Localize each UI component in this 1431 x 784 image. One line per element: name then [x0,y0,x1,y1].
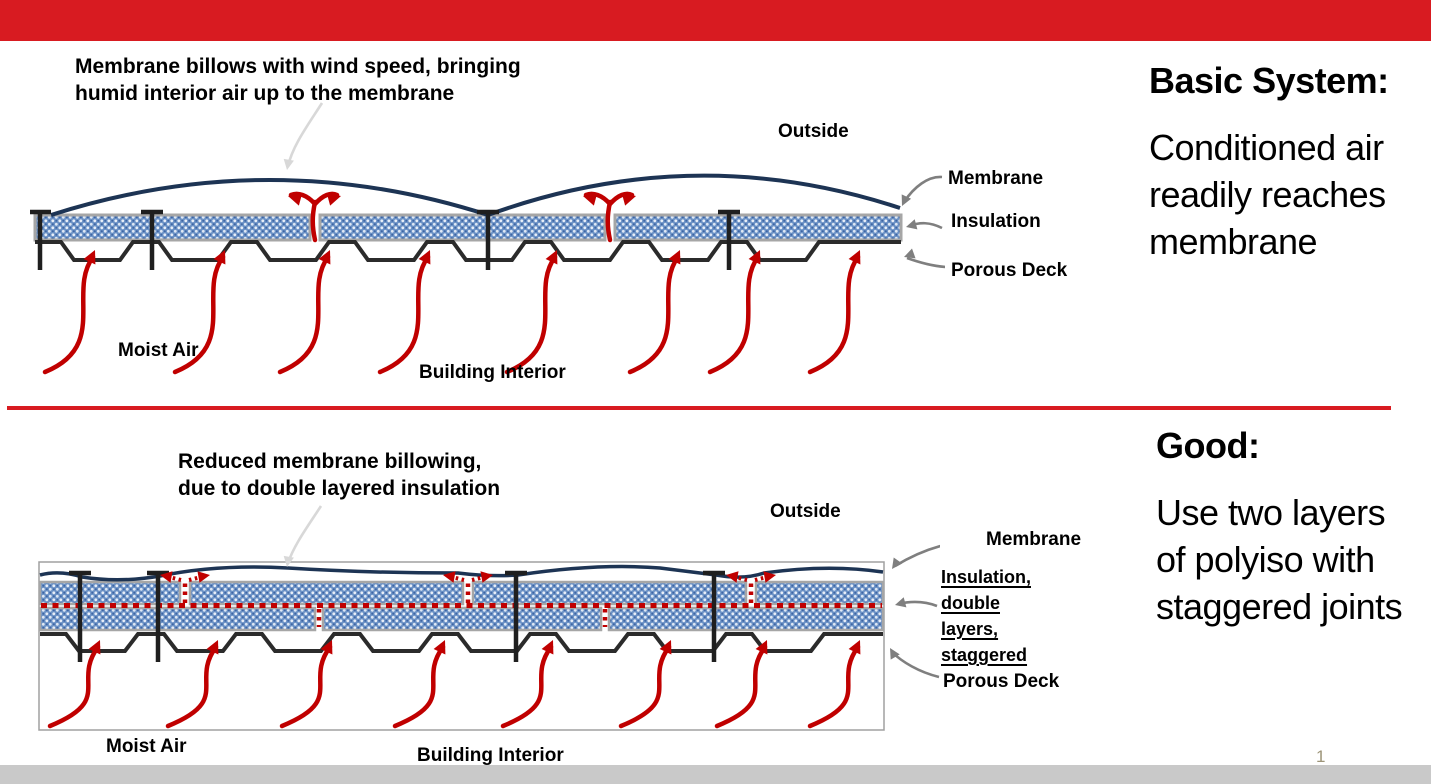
membrane-label: Membrane [986,529,1082,550]
caption-line: due to double layered insulation [178,477,501,500]
porous-deck-label: Porous Deck [943,671,1060,692]
insulation-top-layer [38,580,885,606]
moist-air-arrows [42,250,861,375]
callout-arrows [901,175,945,269]
moist-air-arrows [47,640,861,729]
footer-bar [0,765,1431,784]
porous-deck-label: Porous Deck [951,260,1068,281]
good-heading: Good: [1156,425,1260,466]
porous-deck [35,240,901,262]
membrane-billowed [50,173,901,218]
insulation-label: Insulation [951,211,1041,232]
callout-arrows [890,544,940,679]
porous-deck [40,632,883,653]
caption-line: Membrane billows with wind speed, bringi… [75,55,521,78]
joint-leak-arrows [288,191,636,243]
fasteners [69,570,725,662]
membrane-label: Membrane [948,168,1044,189]
good-body: Use two layers of polyiso with staggered… [1156,489,1403,630]
top-accent-bar [0,0,1431,41]
joint-leak-dotted [160,571,776,603]
outside-label: Outside [770,501,841,522]
moist-air-label: Moist Air [118,340,199,361]
basic-system-diagram [30,102,945,375]
label-line: layers, [941,619,999,639]
basic-system-body: Conditioned air readily reaches membrane [1149,124,1386,265]
body-line: Conditioned air [1149,127,1384,168]
building-interior-label: Building Interior [417,745,564,766]
section-divider [7,406,1391,410]
body-line: Use two layers [1156,492,1386,533]
caption-pointer [283,102,324,170]
basic-system-heading: Basic System: [1149,60,1389,101]
good-caption: Reduced membrane billowing, due to doubl… [178,448,500,502]
caption-line: Reduced membrane billowing, [178,450,482,473]
label-line: double [941,593,1000,613]
label-line: Insulation, [941,567,1031,587]
caption-pointer [283,505,323,567]
insulation-layer [33,213,903,242]
body-line: of polyiso with [1156,539,1375,580]
building-interior-label: Building Interior [419,362,566,383]
body-line: membrane [1149,221,1318,262]
outside-label: Outside [778,121,849,142]
seam-air-path [41,603,882,627]
membrane-flat [39,564,884,582]
body-line: readily reaches [1149,174,1386,215]
label-line: staggered [941,645,1028,665]
basic-system-caption: Membrane billows with wind speed, bringi… [75,53,521,107]
good-system-diagram [38,505,940,731]
page-number: 1 [1316,747,1326,766]
insulation-bottom-layer [38,606,885,632]
fasteners [30,209,740,270]
body-line: staggered joints [1156,586,1403,627]
insulation-double-label: Insulation, double layers, staggered [941,564,1031,668]
caption-line: humid interior air up to the membrane [75,82,455,105]
moist-air-label: Moist Air [106,736,187,757]
